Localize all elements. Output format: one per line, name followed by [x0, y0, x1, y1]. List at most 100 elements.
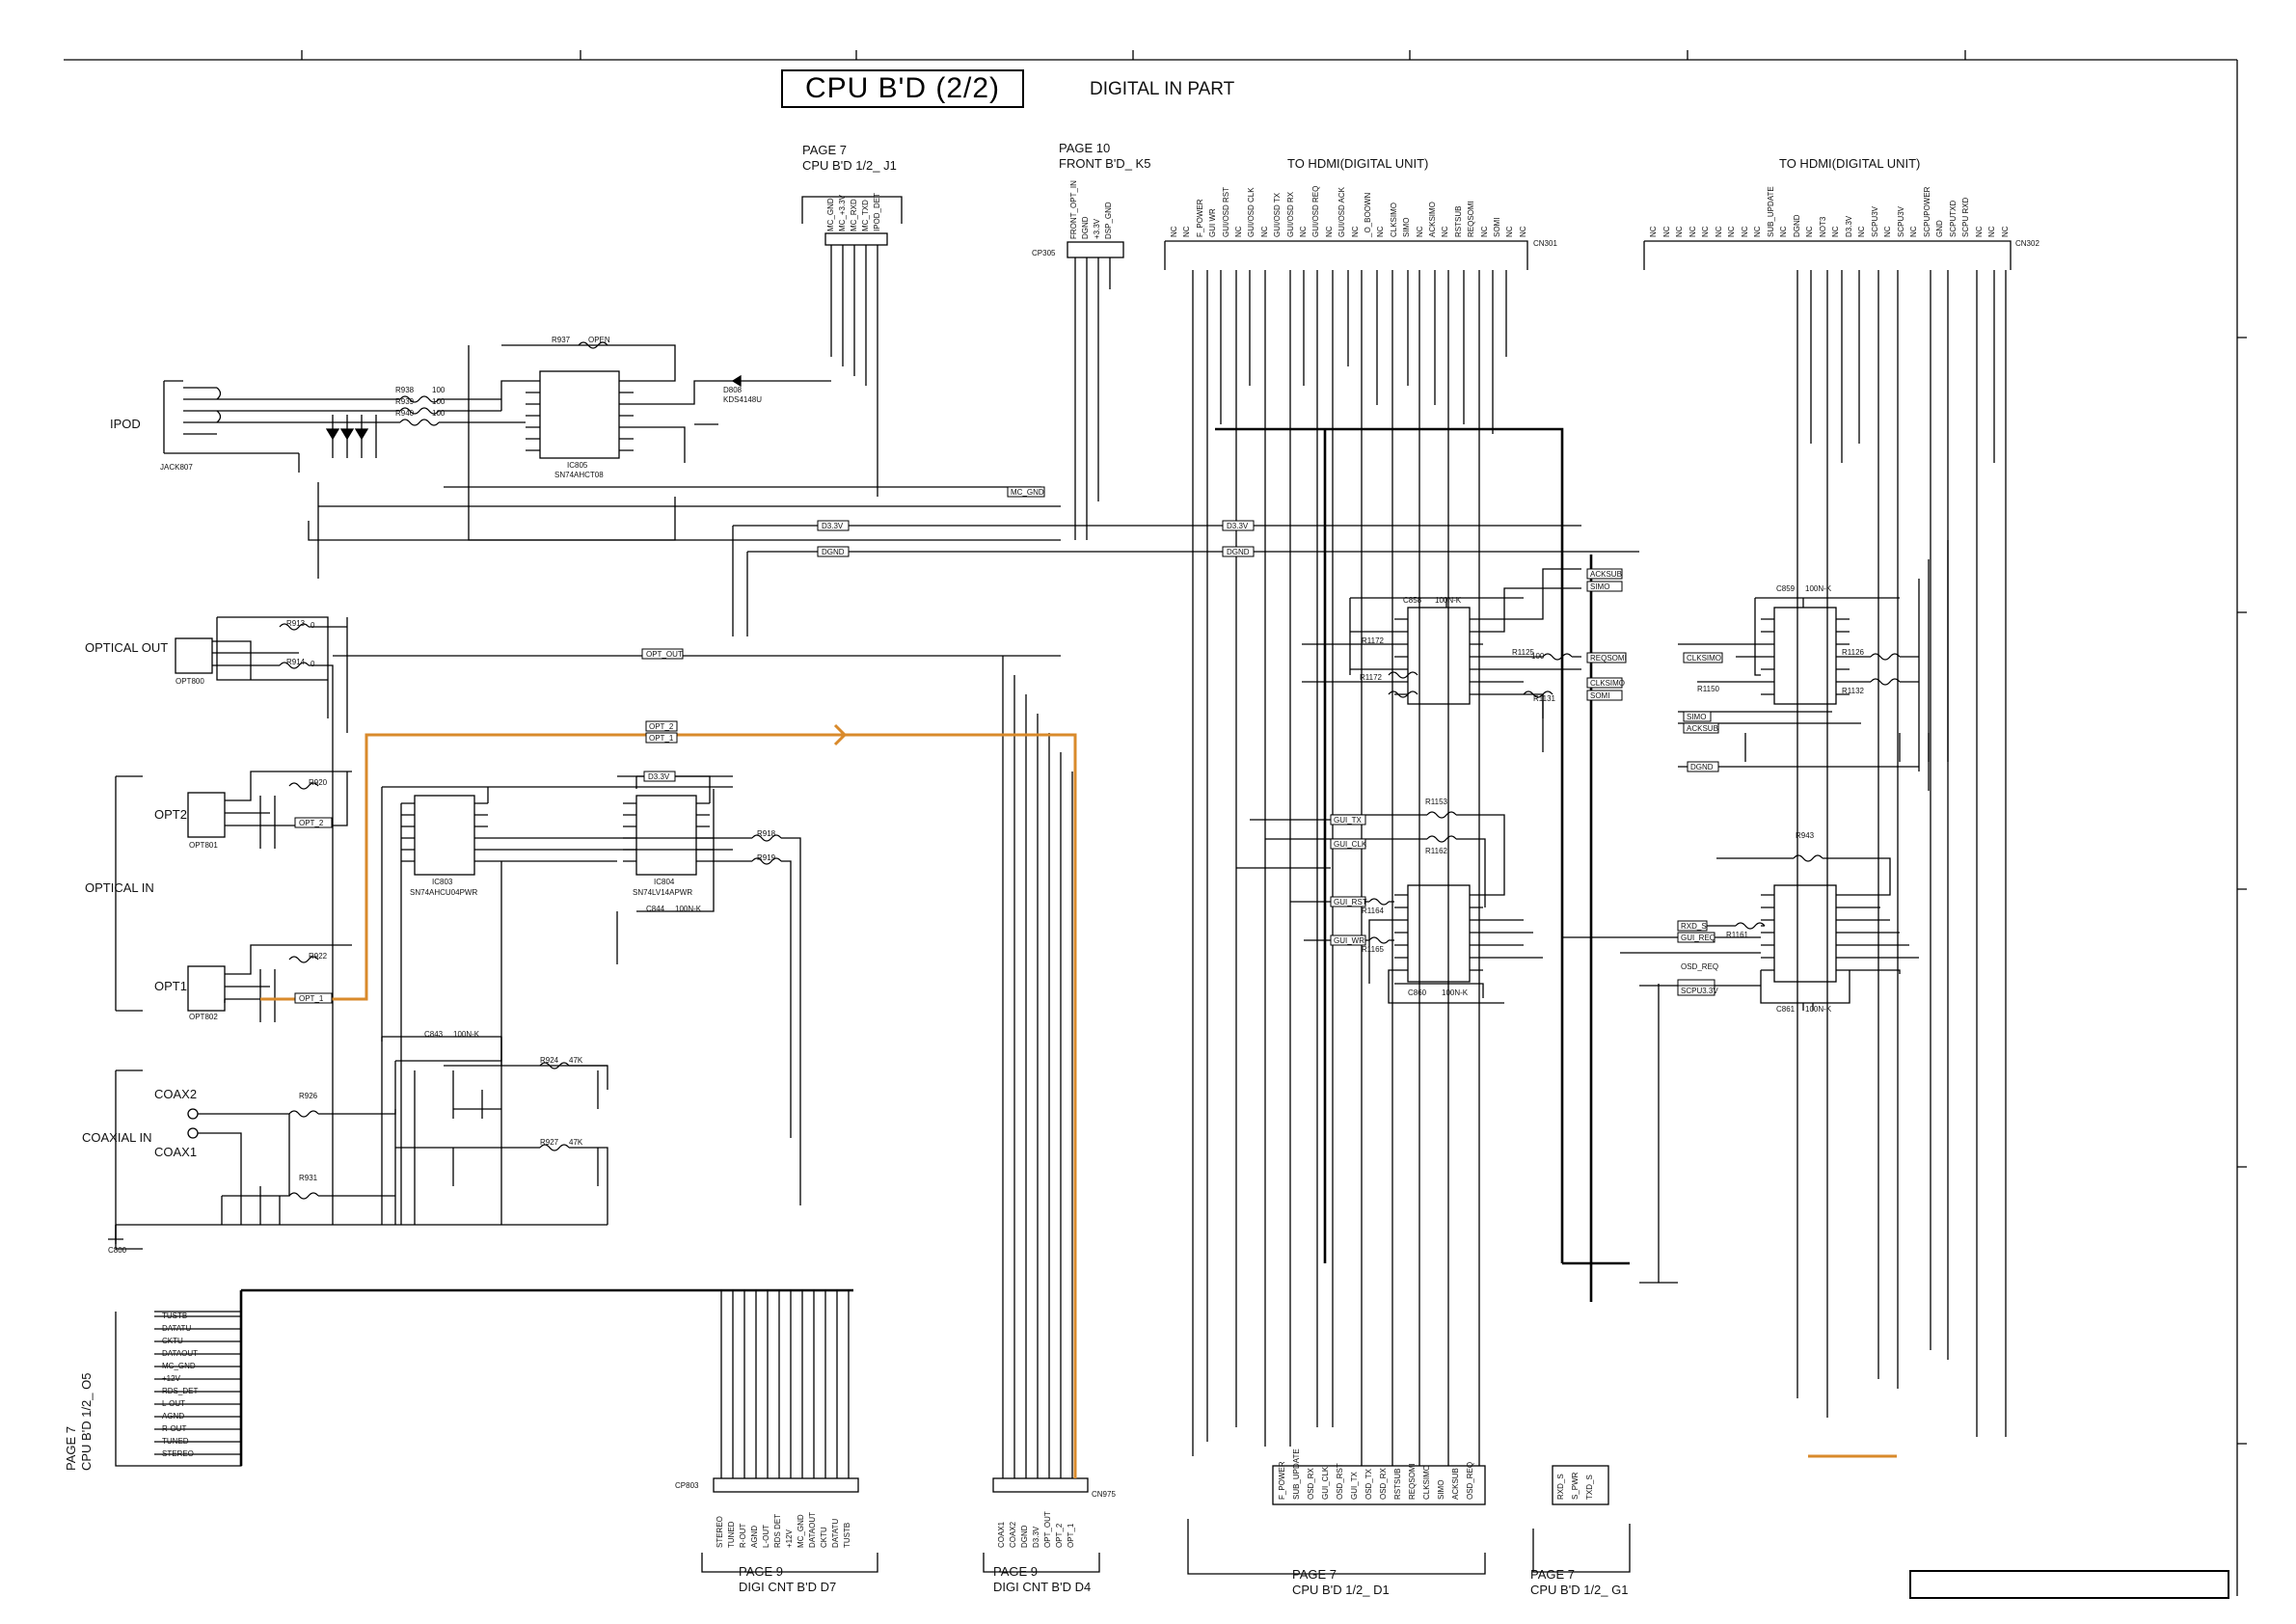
cn302-pin-8: NC: [1740, 226, 1749, 237]
cn301-pin-5: GUI/OSD RST: [1221, 186, 1230, 237]
cn302-pin-17: NC: [1857, 226, 1866, 237]
cn302-pin-16: D3.3V: [1844, 215, 1853, 237]
cn301-pin-4: GUI WR: [1208, 208, 1218, 237]
label-r1162: R1162: [1425, 847, 1447, 855]
cn302-pin-27: NC: [1987, 226, 1996, 237]
label-r1125: R1125: [1512, 648, 1534, 657]
cn302-pin-15: NC: [1831, 226, 1840, 237]
ref-bottom-1-page: PAGE 9: [739, 1564, 784, 1579]
net-opt-out: OPT_OUT: [646, 650, 683, 659]
net-osd-req: OSD_REQ: [1681, 962, 1719, 971]
ic804-part: SN74LV14APWR: [633, 888, 693, 897]
label-cp803: CP803: [675, 1481, 699, 1490]
cn302-pin-19: NC: [1883, 226, 1892, 237]
ipod-pin-1: MC_GND: [826, 198, 835, 231]
cn301-pin-28: NC: [1518, 226, 1527, 237]
cn302-pin-25: SCPU RXD: [1961, 197, 1970, 237]
cp803-pin-10: CKTU: [820, 1527, 828, 1548]
ref-bottom-2-page: PAGE 9: [993, 1564, 1039, 1579]
cn302-pin-14: NOT3: [1818, 216, 1827, 237]
label-r927-value: 47K: [569, 1138, 583, 1147]
label-d808-part: KDS4148U: [723, 395, 763, 404]
cpu-d1-pin-5: OSD_RST: [1336, 1463, 1344, 1500]
label-jack807: JACK807: [160, 463, 193, 472]
ref-left-ref: CPU B'D 1/2_ O5: [79, 1372, 94, 1471]
label-r940: R940: [395, 409, 415, 418]
net-gui-req: GUI_REQ: [1681, 934, 1716, 942]
label-r927: R927: [540, 1138, 559, 1147]
cp305-pin-2: DGND: [1081, 216, 1090, 239]
cn975-body: [992, 1477, 1089, 1493]
label-r920: R920: [309, 778, 328, 787]
cn301-pin-20: NC: [1415, 226, 1424, 237]
label-r1132: R1132: [1842, 687, 1864, 695]
net-opt-1-bus: OPT_1: [649, 734, 674, 743]
label-coaxial-in: COAXIAL IN: [82, 1130, 152, 1145]
ic808-body: [1773, 607, 1837, 705]
label-ipod: IPOD: [110, 417, 141, 431]
ref-top-front-ref: FRONT B'D_ K5: [1059, 156, 1151, 171]
cpu-d1-pin-2: SUB_UPDATE: [1292, 1448, 1301, 1500]
cpu-d1-pin-7: OSD_TX: [1364, 1468, 1373, 1500]
cn301-pin-12: GUI/OSD REQ: [1311, 185, 1321, 237]
label-cp305: CP305: [1032, 249, 1056, 257]
label-r914-value: 0: [311, 660, 315, 668]
label-r919: R919: [757, 853, 776, 862]
net-gui-tx: GUI_TX: [1334, 816, 1362, 825]
label-r931: R931: [299, 1174, 318, 1182]
net-d33v-3: D3.3V: [648, 772, 670, 781]
label-r938: R938: [395, 386, 415, 394]
ref-left-page: PAGE 7: [64, 1425, 78, 1471]
label-r939: R939: [395, 397, 415, 406]
net-clksimo-2: CLKSIMO: [1687, 654, 1722, 663]
cn301-pin-11: NC: [1299, 226, 1308, 237]
net-mc-gnd: MC_GND: [1011, 488, 1044, 497]
highlighted-trace: [260, 733, 1077, 1478]
cn302-pin-2: NC: [1661, 226, 1671, 237]
cn301-pin-13: NC: [1324, 226, 1334, 237]
cn301-pin-14: GUI/OSD ACK: [1337, 186, 1347, 237]
label-cn302: CN302: [2015, 239, 2039, 248]
side-bus-1: TUSTB: [162, 1312, 188, 1320]
label-opt802: OPT802: [189, 1013, 218, 1021]
cp803-pin-5: L-OUT: [762, 1525, 770, 1548]
label-coax1: COAX1: [154, 1145, 198, 1159]
cn302-pin-11: NC: [1779, 226, 1788, 237]
cn301-body: [1165, 240, 1528, 270]
cp803-pin-4: AGND: [750, 1525, 759, 1548]
ipod-pin-5: IPOD_DET: [873, 192, 881, 231]
cp803-body: [713, 1477, 859, 1493]
cn975-pin-7: OPT_1: [1067, 1523, 1075, 1548]
cpu-d1-pin-10: REQSOMI: [1408, 1463, 1417, 1500]
cn975-pin-2: COAX2: [1009, 1521, 1017, 1548]
page-title: CPU B'D (2/2): [804, 72, 1001, 104]
label-c861-value: 100N-K: [1805, 1005, 1832, 1014]
side-bus-11: TUNED: [162, 1437, 189, 1446]
ref-top-left-ref: CPU B'D 1/2_ J1: [802, 158, 897, 173]
ipod-pin-2: MC_+3.3V: [838, 194, 847, 231]
cn302-pin-18: SCPU3V: [1870, 205, 1879, 237]
net-opt-2: OPT_2: [299, 819, 324, 827]
cp803-pin-12: TUSTB: [843, 1522, 851, 1548]
label-c859-value: 100N-K: [1805, 584, 1832, 593]
title-box: CPU B'D (2/2): [781, 69, 1024, 108]
label-optical-out: OPTICAL OUT: [85, 640, 169, 655]
label-r1126: R1126: [1842, 648, 1864, 657]
label-r914: R914: [286, 658, 306, 666]
net-d33v-2: D3.3V: [1227, 522, 1249, 530]
cn302-pin-28: NC: [2000, 226, 2010, 237]
cn302-pin-22: SCPUPOWER: [1922, 186, 1931, 237]
label-c844: C844: [646, 905, 665, 913]
label-r913-value: 0: [311, 621, 315, 630]
label-c861: C861: [1776, 1005, 1796, 1014]
cp803-pin-1: STEREO: [716, 1516, 724, 1548]
label-r1150: R1150: [1697, 685, 1719, 693]
net-simo-2: SIMO: [1687, 713, 1707, 721]
cn302-pin-1: NC: [1649, 226, 1658, 237]
ref-top-left-page: PAGE 7: [802, 143, 848, 157]
cp305-pin-1: FRONT_OPT_IN: [1069, 180, 1078, 239]
net-gui-clk: GUI_CLK: [1334, 840, 1367, 849]
label-r918: R918: [757, 829, 776, 838]
cn301-pin-16: _O_BOOWN: [1364, 192, 1372, 237]
